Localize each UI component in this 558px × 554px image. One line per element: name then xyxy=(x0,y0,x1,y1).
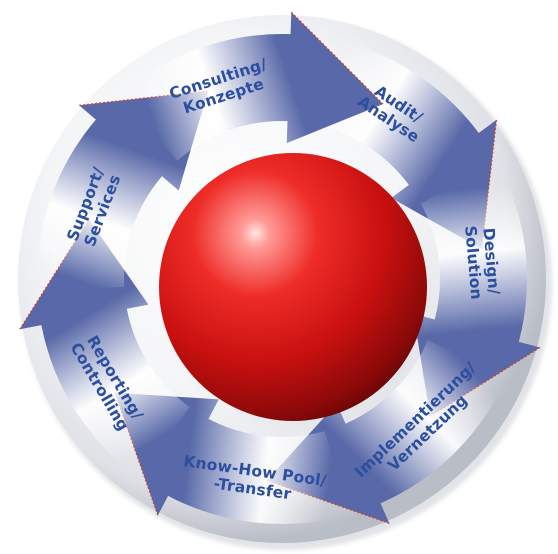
center-sphere xyxy=(159,153,427,421)
arrow-consulting xyxy=(119,12,383,161)
arrow-consulting-edge xyxy=(290,11,384,105)
stage-label-design-line1: Design/ xyxy=(479,227,503,296)
stage-label-design: Design/Solution xyxy=(461,224,503,301)
center-sphere-group xyxy=(158,153,442,436)
process-arrows xyxy=(19,11,541,525)
